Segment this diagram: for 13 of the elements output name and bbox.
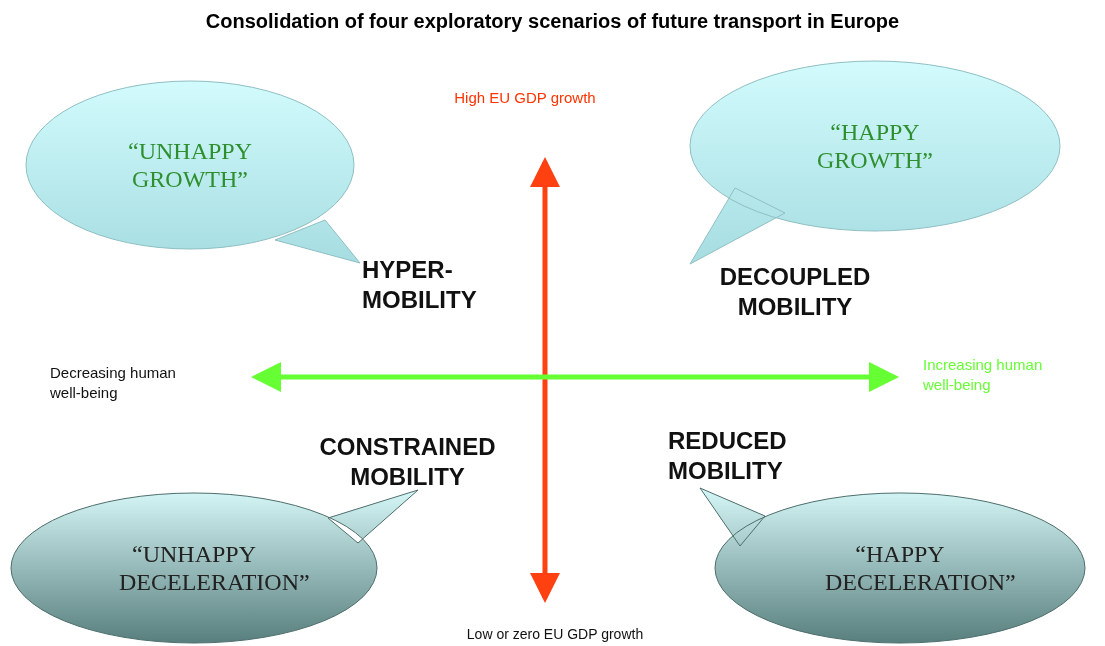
axis-label: Decreasing human well-being: [50, 363, 177, 403]
quadrant-label: DECOUPLED MOBILITY: [718, 262, 872, 322]
axis-label: Low or zero EU GDP growth: [465, 625, 645, 644]
diagram-title: Consolidation of four exploratory scenarios of future transport in Europe: [204, 10, 901, 33]
quadrant-label: HYPER- MOBILITY: [362, 255, 478, 315]
quadrant-label: REDUCED MOBILITY: [668, 426, 788, 486]
bubble-text: “UNHAPPY GROWTH”: [127, 137, 253, 193]
bubble-text: “HAPPY GROWTH”: [816, 118, 934, 174]
bubble-text: “UNHAPPY DECELERATION”: [118, 540, 311, 596]
quadrant-label: CONSTRAINED MOBILITY: [318, 432, 497, 492]
axis-label: High EU GDP growth: [453, 88, 597, 108]
axis-label: Increasing human well-being: [923, 355, 1044, 395]
bubble-text: “HAPPY DECELERATION”: [824, 540, 1017, 596]
